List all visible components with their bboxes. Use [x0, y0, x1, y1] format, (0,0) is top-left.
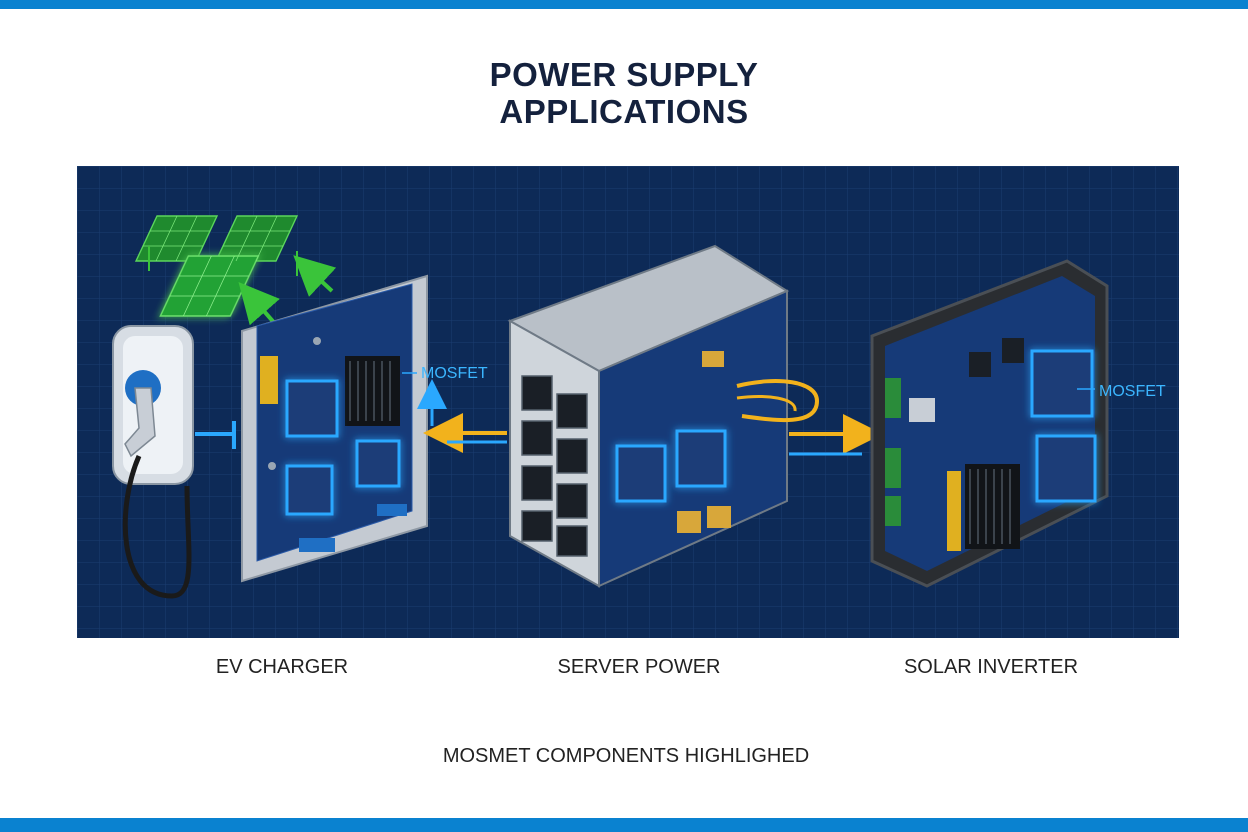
- bottom-accent-bar: [0, 818, 1248, 832]
- title-line-1: POWER SUPPLY: [489, 56, 759, 93]
- caption-solar-inverter: SOLAR INVERTER: [903, 656, 1079, 678]
- top-accent-bar: [0, 0, 1248, 9]
- mosfet-label-right: MOSFET: [1099, 383, 1166, 400]
- title-line-2: APPLICATIONS: [499, 93, 749, 130]
- mosfet-label-left: MOSFET: [421, 365, 488, 382]
- ev-charger-board: [241, 274, 428, 583]
- server-power-unit: [507, 244, 820, 588]
- arrow-to-solar-1: [238, 281, 280, 328]
- caption-server-power: SERVER POWER: [557, 656, 721, 678]
- page-title: POWER SUPPLY APPLICATIONS: [0, 56, 1248, 130]
- arrow-to-solar-2: [293, 255, 337, 297]
- solar-inverter-unit: [870, 259, 1109, 588]
- illustration-svg: MOSFET: [77, 166, 1179, 638]
- ev-charger-icon: [112, 325, 194, 599]
- footnote: MOSMET COMPONENTS HIGHLIGHED: [442, 745, 810, 767]
- caption-ev-charger: EV CHARGER: [215, 656, 349, 678]
- illustration-panel: MOSFET: [77, 166, 1179, 638]
